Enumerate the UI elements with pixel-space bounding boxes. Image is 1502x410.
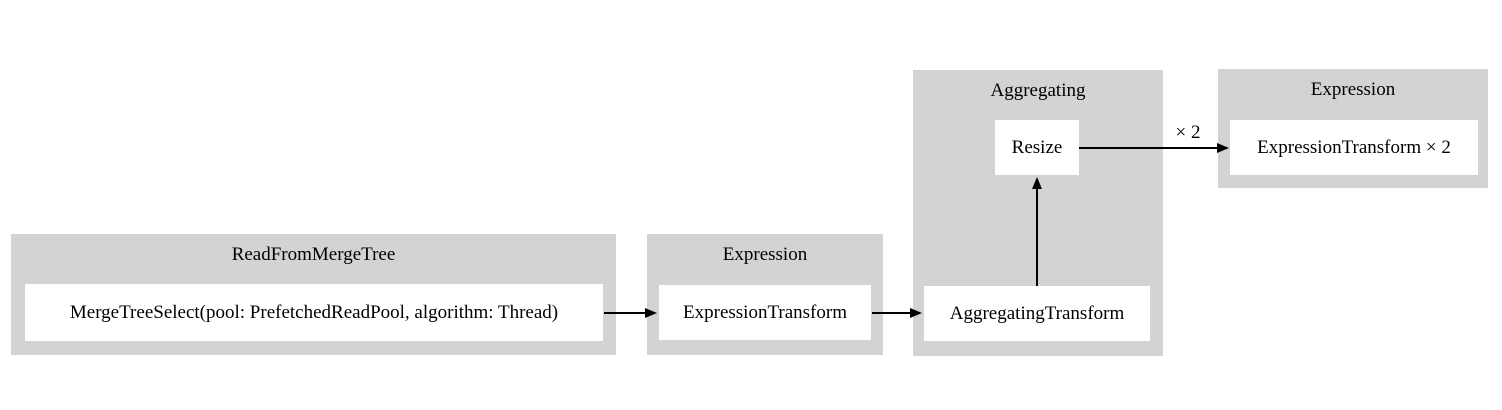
node-expression-transform-label: ExpressionTransform (683, 301, 847, 323)
node-merge-tree-select-label: MergeTreeSelect(pool: PrefetchedReadPool… (69, 301, 559, 323)
edge-resize-to-expressiontransform-x2-arrowhead-icon (1217, 143, 1229, 153)
node-resize: Resize (995, 120, 1079, 175)
edge-expressiontransform-to-aggregatingtransform-arrowhead-icon (910, 308, 922, 318)
node-merge-tree-select: MergeTreeSelect(pool: PrefetchedReadPool… (25, 284, 603, 341)
edge-aggregatingtransform-to-resize-arrowhead-icon (1032, 177, 1042, 189)
node-resize-label: Resize (1011, 136, 1063, 158)
edge-resize-to-expressiontransform-x2-label: × 2 (1175, 122, 1201, 143)
cluster-aggregating-label: Aggregating (990, 80, 1086, 101)
edge-aggregatingtransform-to-resize-line (1036, 188, 1038, 286)
cluster-expression-2-label: Expression (1310, 79, 1396, 100)
node-aggregating-transform: AggregatingTransform (924, 286, 1150, 341)
node-expression-transform-x2-label: ExpressionTransform × 2 (1257, 136, 1451, 158)
node-aggregating-transform-label: AggregatingTransform (949, 302, 1125, 324)
node-expression-transform: ExpressionTransform (659, 285, 871, 340)
cluster-expression-1-label: Expression (722, 244, 808, 265)
edge-expressiontransform-to-aggregatingtransform-line (872, 312, 911, 314)
edge-mergetreeselect-to-expressiontransform-arrowhead-icon (645, 308, 657, 318)
node-expression-transform-x2: ExpressionTransform × 2 (1230, 120, 1478, 175)
edge-resize-to-expressiontransform-x2-line (1079, 147, 1218, 149)
cluster-read-from-merge-tree-label: ReadFromMergeTree (231, 244, 396, 265)
edge-mergetreeselect-to-expressiontransform-line (604, 312, 646, 314)
